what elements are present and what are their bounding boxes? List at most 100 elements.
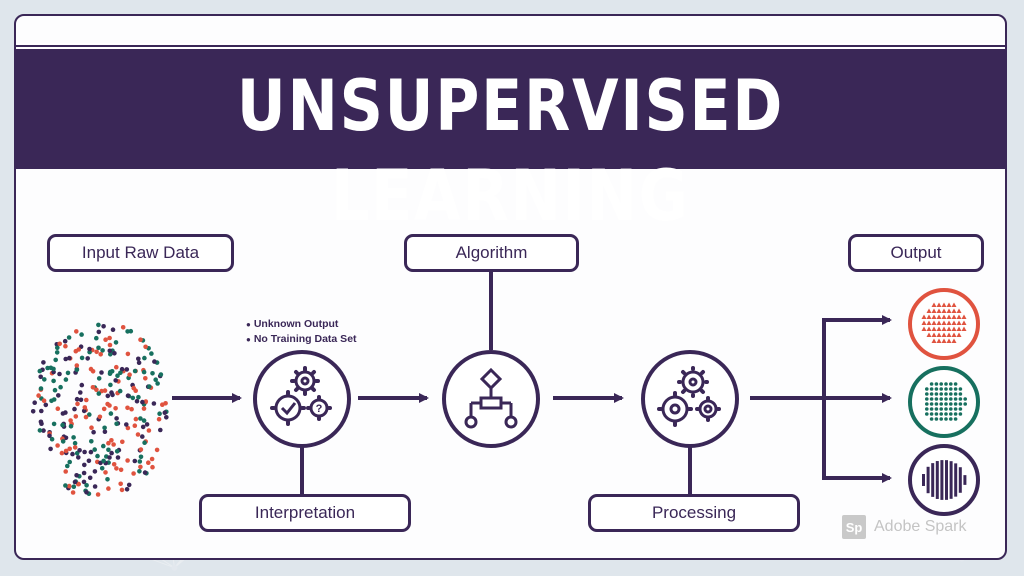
watermark: Sp Adobe Spark <box>842 515 967 539</box>
dot-mark <box>934 397 939 401</box>
data-point <box>72 479 78 485</box>
triangle-mark <box>926 308 932 313</box>
dot-mark <box>929 392 934 396</box>
data-point <box>151 401 157 406</box>
triangle-mark <box>926 314 932 319</box>
data-point <box>99 466 105 471</box>
data-point <box>153 377 158 383</box>
data-point <box>67 446 72 452</box>
flowchart-icon <box>464 367 518 429</box>
data-point <box>92 484 98 489</box>
data-point <box>78 397 84 403</box>
data-point <box>107 455 112 460</box>
data-point <box>154 447 160 453</box>
bar-mark <box>940 460 944 500</box>
triangle-mark <box>926 332 932 337</box>
data-point <box>60 439 66 444</box>
data-point <box>73 348 79 354</box>
data-point <box>142 440 147 446</box>
triangle-mark <box>931 332 937 337</box>
data-point <box>101 443 106 449</box>
data-point <box>101 406 107 412</box>
data-point <box>41 428 46 433</box>
data-point <box>78 390 83 395</box>
data-point <box>101 324 106 329</box>
dot-mark <box>953 407 958 411</box>
triangle-mark <box>951 326 957 331</box>
triangle-mark <box>951 338 957 343</box>
triangle-mark <box>941 338 947 343</box>
data-point <box>108 352 113 357</box>
data-point <box>67 355 72 361</box>
label-output: Output <box>848 234 984 272</box>
dot-mark <box>934 402 939 406</box>
data-point <box>55 345 60 351</box>
data-point <box>68 424 74 429</box>
dot-mark <box>949 397 953 401</box>
dot-mark <box>939 417 943 421</box>
data-point <box>119 366 125 372</box>
triangle-mark <box>936 326 942 331</box>
page-title: UNSUPERVISED LEARNING <box>236 65 785 237</box>
data-point <box>127 372 132 378</box>
data-point <box>136 394 141 400</box>
bar-mark <box>922 474 925 486</box>
data-point <box>102 425 107 431</box>
data-point <box>133 416 139 422</box>
data-point <box>67 483 72 489</box>
data-point <box>63 483 68 488</box>
dot-mark <box>934 392 939 396</box>
data-point <box>141 406 147 411</box>
dot-mark <box>939 407 943 411</box>
data-point <box>84 397 89 403</box>
data-point <box>58 384 63 390</box>
dot-mark <box>934 407 939 411</box>
data-point <box>66 335 72 340</box>
dot-mark <box>925 402 929 406</box>
data-point <box>75 401 80 407</box>
dot-mark <box>939 397 943 401</box>
data-point <box>37 428 43 433</box>
data-point <box>70 490 76 495</box>
data-point <box>30 409 36 414</box>
dot-mark <box>944 392 948 396</box>
dot-mark <box>949 417 953 421</box>
data-point <box>95 453 100 459</box>
triangle-mark <box>951 314 957 319</box>
dot-mark <box>949 392 953 396</box>
data-point <box>72 406 77 412</box>
triangle-mark <box>956 326 962 331</box>
dot-mark <box>949 382 953 386</box>
dot-mark <box>939 382 943 386</box>
data-point <box>32 400 37 406</box>
data-point <box>81 408 87 414</box>
data-point <box>136 356 141 362</box>
data-point <box>71 484 77 490</box>
dot-mark <box>958 412 963 416</box>
data-point <box>146 428 152 433</box>
dot-mark <box>953 417 958 421</box>
data-point <box>115 455 121 460</box>
data-point <box>128 328 134 334</box>
dot-mark <box>934 412 939 416</box>
data-point <box>143 344 148 350</box>
data-point <box>96 322 101 328</box>
bar-mark <box>926 466 930 494</box>
data-point <box>108 411 114 416</box>
data-point <box>118 481 123 487</box>
branch-line <box>822 318 890 480</box>
data-point <box>109 450 114 456</box>
dot-mark <box>944 382 948 386</box>
triangle-mark <box>961 314 967 319</box>
bar-mark <box>958 467 962 493</box>
data-point <box>42 377 47 382</box>
data-point <box>147 384 152 389</box>
data-point <box>110 327 116 333</box>
data-point <box>131 385 136 391</box>
data-point <box>96 345 101 351</box>
triangle-mark <box>941 314 947 319</box>
triangle-mark <box>946 338 952 343</box>
data-point <box>125 393 131 399</box>
data-point <box>82 405 88 410</box>
data-point <box>106 486 111 491</box>
